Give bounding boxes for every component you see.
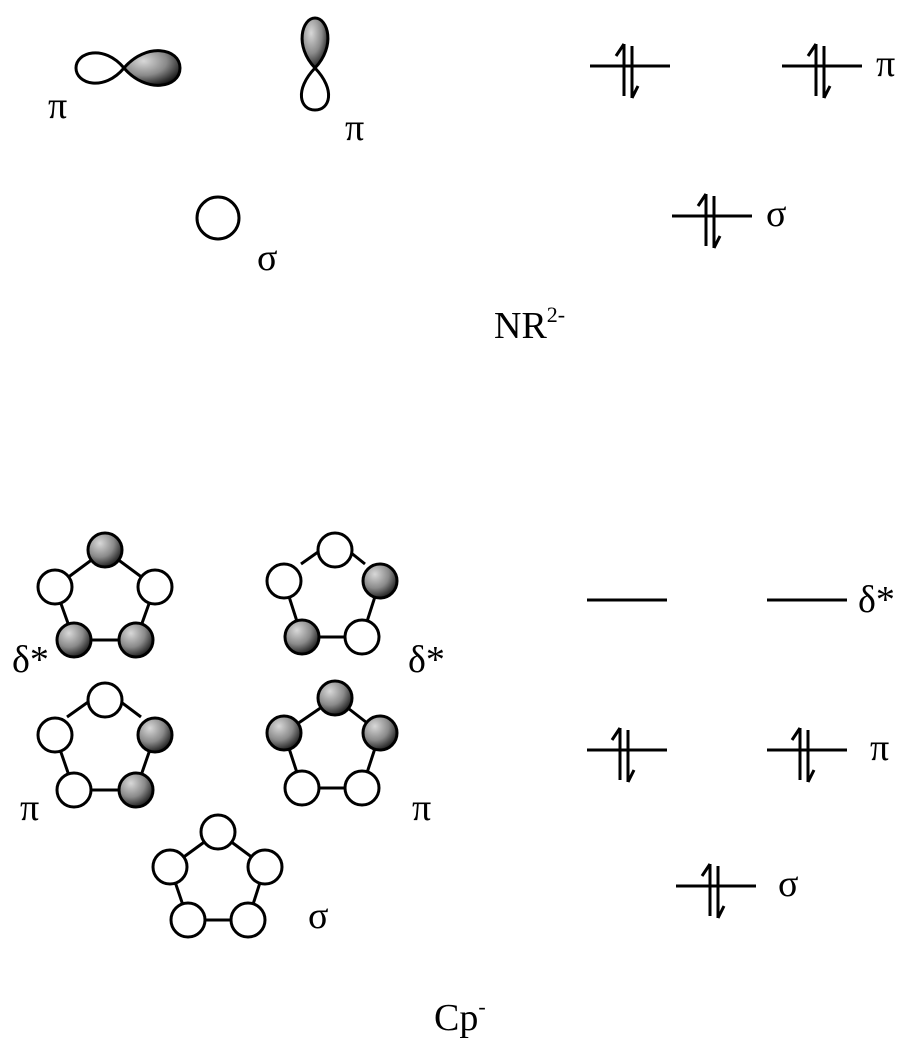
nr-orbital-label-pi-1: π — [48, 85, 67, 127]
nr-orbital-label-sigma: σ — [257, 237, 277, 279]
cp-level-label-sigma: σ — [778, 863, 798, 905]
cp-orbital-pictures: δ* δ* π π σ — [12, 531, 445, 939]
p-lobe-open-upper-left — [36, 568, 74, 606]
nr-level-label-pi: π — [876, 43, 895, 85]
p-lobe-shaded-lower-right — [117, 621, 155, 659]
p-lobe-shaded-upper-left — [265, 714, 303, 752]
p-lobe-shaded-upper-right — [361, 714, 399, 752]
nr-sigma-level — [672, 192, 752, 250]
cp-ring-delta-star-1 — [36, 531, 174, 659]
s-orbital-icon — [195, 195, 241, 241]
cp-orbital-label-sigma: σ — [308, 895, 328, 937]
p-orbital-vertical-icon — [299, 16, 331, 112]
cp-species-label: Cp- — [434, 994, 486, 1039]
p-lobe-open-upper-left — [265, 562, 303, 600]
p-lobe-shaded-upper-right — [361, 562, 399, 600]
p-lobe-open-top — [86, 681, 124, 719]
p-lobe-open-upper-left — [151, 848, 189, 886]
cp-sigma-level — [676, 862, 756, 920]
nr-species-label: NR2- — [494, 302, 565, 347]
nr-orbital-pictures: π π σ — [48, 16, 364, 279]
p-lobe-shaded-lower-right — [117, 771, 155, 809]
nr-pi-level-1 — [590, 42, 670, 100]
nr-species-charge: 2- — [547, 302, 565, 327]
cp-level-label-delta-star: δ* — [858, 579, 895, 621]
cp-orbital-label-pi-1: π — [20, 787, 39, 829]
p-lobe-open-lower-left — [283, 769, 321, 807]
nr-pi-level-2 — [782, 42, 862, 100]
p-lobe-shaded-top — [86, 531, 124, 569]
p-lobe-open-top — [199, 813, 237, 851]
cp-energy-levels: δ* π σ — [587, 579, 895, 920]
p-lobe-open-lower-right — [343, 769, 381, 807]
nr-orbital-label-pi-2: π — [345, 107, 364, 149]
p-lobe-open-lower-left — [55, 771, 93, 809]
cp-ring-sigma — [151, 813, 284, 939]
cp-level-label-pi: π — [870, 727, 889, 769]
p-lobe-open-lower-left — [169, 901, 207, 939]
nr-energy-levels: π σ — [590, 42, 895, 250]
cp-species-charge: - — [478, 994, 485, 1019]
p-lobe-open-upper-right — [246, 848, 284, 886]
p-lobe-shaded-upper-right — [136, 716, 174, 754]
p-orbital-horizontal-icon — [74, 49, 182, 87]
nr-level-label-sigma: σ — [766, 193, 786, 235]
cp-pi-level-2 — [767, 726, 847, 784]
p-lobe-open-upper-right — [136, 568, 174, 606]
cp-orbital-label-pi-2: π — [412, 787, 431, 829]
p-lobe-shaded-lower-left — [283, 618, 321, 656]
nr-species-base: NR — [494, 305, 547, 347]
cp-ring-pi-2 — [265, 679, 399, 807]
cp-orbital-label-delta-star-2: δ* — [408, 639, 445, 681]
p-lobe-open-upper-left — [36, 716, 74, 754]
p-lobe-open-lower-right — [229, 901, 267, 939]
p-lobe-open-top — [316, 531, 354, 569]
p-lobe-shaded-top — [316, 679, 354, 717]
cp-species-base: Cp — [434, 997, 478, 1039]
cp-orbital-label-delta-star-1: δ* — [12, 639, 49, 681]
p-lobe-open-lower-right — [343, 618, 381, 656]
cp-ring-delta-star-2 — [265, 531, 399, 656]
p-lobe-shaded-lower-left — [55, 621, 93, 659]
cp-pi-level-1 — [587, 726, 667, 784]
cp-ring-pi-1 — [36, 681, 174, 809]
